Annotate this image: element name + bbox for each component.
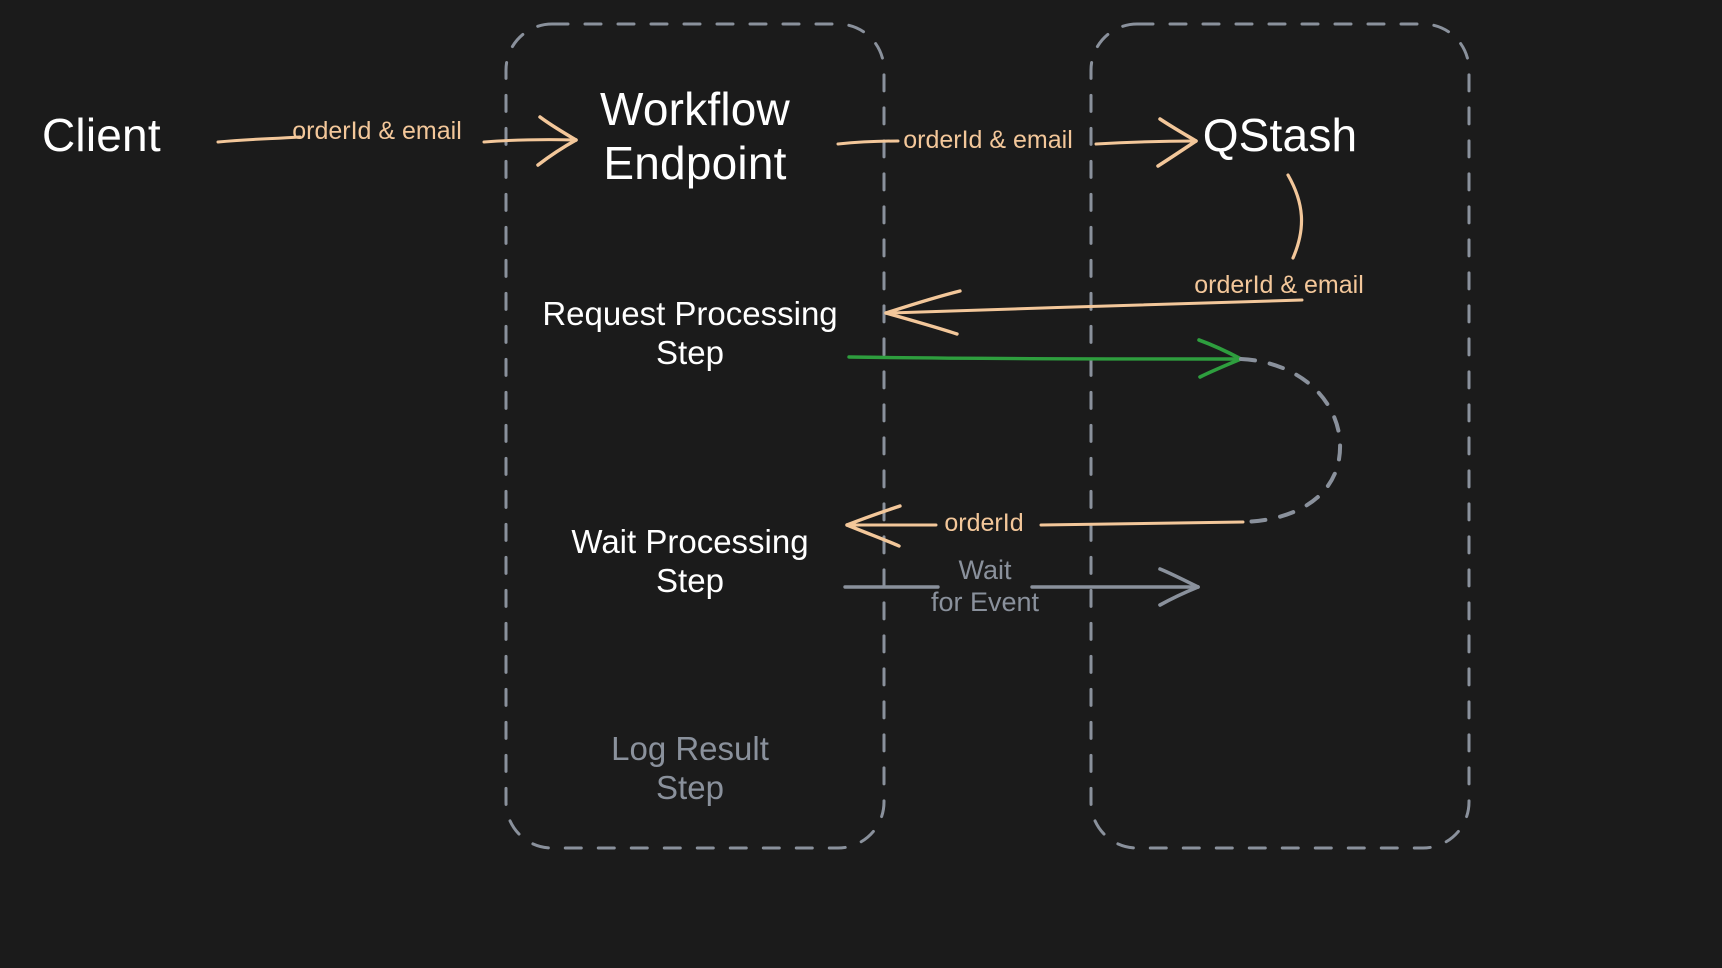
edge-workflow-to-qstash: [836, 117, 1198, 168]
actor-workflow-endpoint-label: Workflow Endpoint: [600, 83, 790, 190]
edge-qstash-loopback: [1239, 357, 1343, 524]
actor-qstash-label: QStash: [1202, 109, 1358, 161]
edge-request-step-to-qstash: [847, 338, 1243, 379]
step-log-result-label: Log Result Step: [611, 730, 769, 806]
edge-qstash-to-request-step: [884, 173, 1304, 336]
edge-client-to-workflow: [216, 115, 578, 167]
edge-label-workflow-to-qstash: orderId & email: [903, 126, 1073, 154]
edge-label-qstash-to-request-step: orderId & email: [1194, 271, 1364, 299]
edge-label-qstash-to-wait-step: orderId: [944, 509, 1024, 537]
edge-qstash-to-wait-step: [845, 504, 1245, 548]
workflow-endpoint-container: [504, 22, 886, 850]
edge-label-client-to-workflow: orderId & email: [292, 117, 462, 145]
step-wait-processing-label: Wait Processing Step: [571, 523, 809, 599]
qstash-container: [1089, 22, 1471, 850]
edge-wait-for-event: [843, 567, 1200, 607]
actor-client-label: Client: [42, 109, 161, 161]
edge-label-wait-for-event: Wait for Event: [930, 555, 1040, 617]
step-request-processing-label: Request Processing Step: [542, 295, 838, 371]
